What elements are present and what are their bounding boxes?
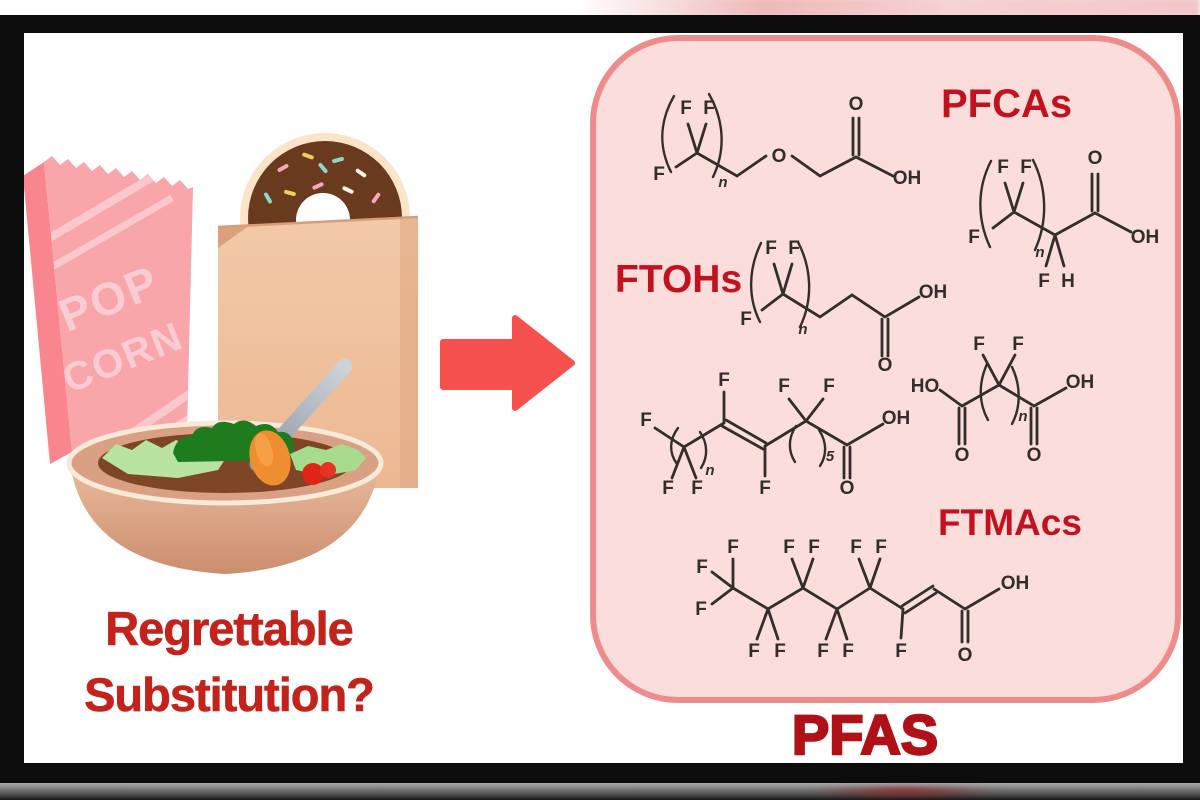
popcorn-box-illustration: POP CORN	[23, 156, 193, 464]
popcorn-box-front	[44, 156, 193, 452]
atom-label-f: F	[718, 370, 730, 391]
bottom-gray-strip	[0, 783, 1200, 800]
atom-label-f: F	[1012, 334, 1024, 355]
atom-label-f: F	[823, 376, 835, 397]
atom-label-o: O	[878, 355, 893, 376]
popcorn-box-side	[23, 162, 72, 464]
atom-label-f: F	[691, 478, 703, 499]
subscript-n: n	[718, 174, 727, 191]
structure-ether-pfca: F F F n O O OH	[653, 92, 922, 191]
right-arrow-icon	[440, 315, 575, 411]
paper-bag	[217, 215, 419, 488]
atom-label-f: F	[695, 599, 707, 620]
arrow-wrap	[438, 310, 578, 414]
atom-label-f: F	[968, 227, 980, 248]
atom-label-o: O	[772, 146, 787, 167]
pfas-reflection	[810, 784, 1000, 799]
structure-ftmac: F F F F F F F F F F F F O OH	[695, 537, 1029, 666]
atom-label-f: F	[740, 309, 752, 330]
atom-label-f: F	[788, 238, 800, 259]
atom-label-f: F	[653, 164, 665, 185]
frame-right	[1183, 15, 1200, 763]
atom-label-f: F	[680, 98, 692, 119]
atom-label-f: F	[703, 98, 715, 119]
atom-label-f: F	[850, 537, 862, 558]
top-blur-strip	[0, 0, 1200, 18]
salad	[102, 420, 366, 486]
label-ftmacs: FTMAcs	[938, 502, 1082, 543]
atom-label-f: F	[748, 641, 760, 662]
frame-top	[0, 15, 1200, 33]
bowl-illustration	[66, 358, 384, 574]
subscript-n: n	[1035, 244, 1044, 261]
subscript-n: n	[1018, 408, 1027, 425]
atom-label-f: F	[808, 537, 820, 558]
atom-label-f: F	[1038, 271, 1050, 292]
structure-diacid: HO O F F n O OH	[911, 334, 1095, 466]
atom-label-f: F	[696, 557, 708, 578]
atom-label-f: F	[895, 641, 907, 662]
label-ftohs: FTOHs	[615, 258, 743, 301]
atom-label-oh: OH	[893, 168, 922, 189]
atom-label-o: O	[849, 94, 864, 115]
frame-bottom	[0, 763, 1200, 783]
paper-bag-illustration	[217, 133, 419, 488]
top-pink-blur	[575, 0, 1200, 18]
caption-line2: Substitution?	[84, 668, 375, 722]
pfas-title: PFAS	[791, 702, 940, 767]
atom-label-ho: HO	[911, 376, 940, 397]
subscript-5: 5	[826, 448, 835, 465]
atom-label-oh: OH	[1131, 227, 1160, 248]
structure-pfca: F F F n F H O OH	[968, 148, 1159, 292]
structure-fto-acid: F F F n O OH	[740, 238, 947, 376]
label-pfcas: PFCAs	[941, 82, 1073, 126]
atom-label-f: F	[765, 238, 777, 259]
atom-label-f: F	[997, 157, 1009, 178]
atom-label-h: H	[1061, 271, 1075, 292]
atom-label-o: O	[840, 478, 855, 499]
atom-label-f: F	[640, 410, 652, 431]
atom-label-f: F	[778, 376, 790, 397]
pfas-panel	[590, 35, 1181, 703]
atom-label-oh: OH	[1001, 573, 1030, 594]
atom-label-f: F	[662, 478, 674, 499]
atom-label-o: O	[958, 645, 973, 666]
caption-line1: Regrettable	[105, 602, 354, 656]
chemical-structures: F F F n O O OH F F F n F H O OH F	[640, 92, 1159, 666]
atom-label-f: F	[842, 641, 854, 662]
caption: Regrettable Substitution?	[38, 596, 420, 728]
atom-label-oh: OH	[1066, 372, 1095, 393]
atom-label-f: F	[1020, 157, 1032, 178]
atom-label-f: F	[783, 537, 795, 558]
atom-label-f: F	[759, 478, 771, 499]
atom-label-f: F	[774, 641, 786, 662]
atom-label-o: O	[1027, 445, 1042, 466]
atom-label-o: O	[1088, 148, 1103, 169]
subscript-n: n	[705, 462, 714, 479]
atom-label-f: F	[817, 641, 829, 662]
atom-label-oh: OH	[882, 408, 911, 429]
atom-label-oh: OH	[919, 282, 948, 303]
atom-label-f: F	[727, 537, 739, 558]
frame-left	[0, 15, 24, 763]
subscript-n: n	[798, 321, 807, 338]
atom-label-o: O	[955, 445, 970, 466]
atom-label-f: F	[973, 334, 985, 355]
structure-ftuca: F F F n F F F F 5 O OH	[640, 370, 910, 499]
atom-label-f: F	[875, 537, 887, 558]
